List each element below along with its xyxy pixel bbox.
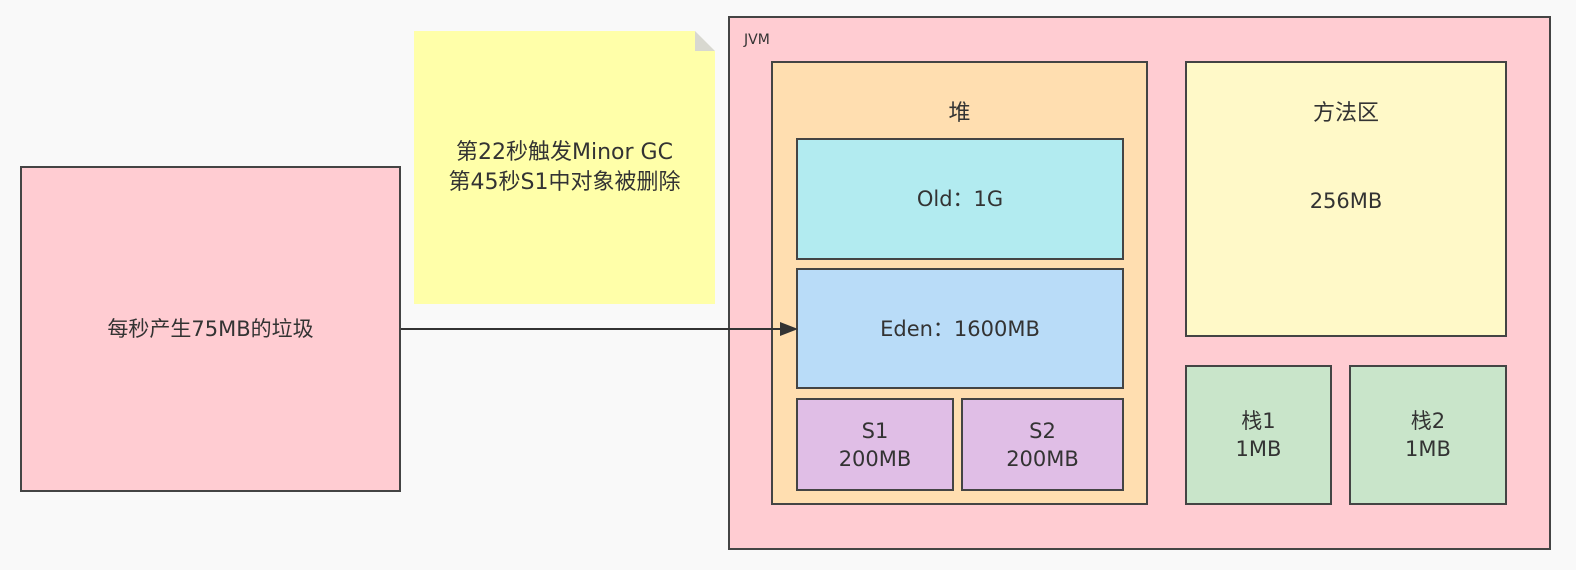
- method-area-box: 方法区 256MB: [1185, 61, 1507, 337]
- stack-2-label: 栈2 1MB: [1405, 409, 1451, 461]
- sticky-note: 第22秒触发Minor GC 第45秒S1中对象被删除: [414, 31, 715, 304]
- method-area-size: 256MB: [1309, 189, 1383, 213]
- jvm-title: JVM: [744, 32, 770, 48]
- note-text: 第22秒触发Minor GC 第45秒S1中对象被删除: [448, 139, 681, 195]
- heap-title: 堆: [948, 101, 971, 126]
- survivor-s1-label: S1 200MB: [838, 418, 912, 471]
- note-fold-corner: [695, 31, 715, 51]
- eden-box: Eden：1600MB: [796, 268, 1124, 389]
- old-generation-box: Old：1G: [796, 138, 1124, 260]
- stack-2-box: 栈2 1MB: [1349, 365, 1507, 505]
- garbage-source-box: 每秒产生75MB的垃圾: [20, 166, 401, 492]
- garbage-source-label: 每秒产生75MB的垃圾: [107, 317, 314, 341]
- method-area-title: 方法区: [1312, 101, 1379, 126]
- survivor-s2-box: S2 200MB: [961, 398, 1124, 491]
- survivor-s1-box: S1 200MB: [796, 398, 954, 491]
- stack-1-label: 栈1 1MB: [1235, 409, 1282, 461]
- eden-label: Eden：1600MB: [880, 316, 1040, 341]
- survivor-s2-label: S2 200MB: [1006, 418, 1079, 471]
- stack-1-box: 栈1 1MB: [1185, 365, 1332, 505]
- old-generation-label: Old：1G: [916, 187, 1004, 211]
